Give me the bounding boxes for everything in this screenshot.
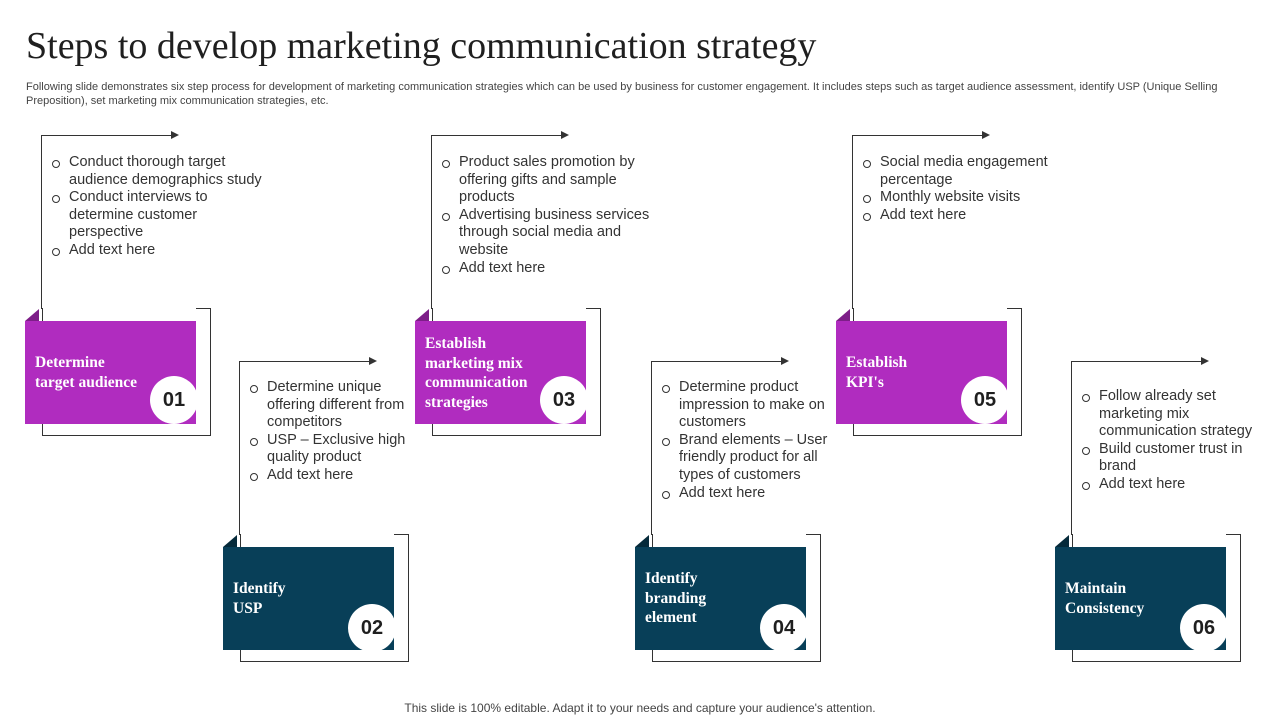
bullet-item: Add text here <box>51 242 265 260</box>
step-01: Conduct thorough target audience demogra… <box>25 130 265 436</box>
bullet-item: Determine product impression to make on … <box>661 379 851 432</box>
bullet-item: Advertising business services through so… <box>441 207 655 260</box>
bullet-item: Add text here <box>441 260 655 278</box>
arrow-right-icon <box>561 131 569 139</box>
step-number: 02 <box>348 604 396 652</box>
step-number: 04 <box>760 604 808 652</box>
footer-note: This slide is 100% editable. Adapt it to… <box>404 701 876 715</box>
step-box: Establish KPI's 05 <box>836 309 1009 424</box>
step-number: 06 <box>1180 604 1228 652</box>
page-subtitle: Following slide demonstrates six step pr… <box>26 81 1218 107</box>
step-box: Determine target audience 01 <box>25 309 198 424</box>
connector-line <box>41 135 172 136</box>
connector-line <box>239 361 370 362</box>
step-number: 05 <box>961 376 1009 424</box>
step-04: Determine product impression to make on … <box>635 356 875 662</box>
connector-line <box>852 135 853 309</box>
bullet-item: Determine unique offering different from… <box>249 379 425 432</box>
connector-line <box>431 135 562 136</box>
bullet-item: Build customer trust in brand <box>1081 441 1280 476</box>
arrow-right-icon <box>982 131 990 139</box>
bullet-item: Conduct interviews to determine customer… <box>51 189 265 242</box>
bullet-item: Monthly website visits <box>862 189 1076 207</box>
step-06: Follow already set marketing mix communi… <box>1055 356 1280 662</box>
bullet-item: Brand elements – User friendly product f… <box>661 432 851 485</box>
connector-line <box>239 361 240 535</box>
step-number: 03 <box>540 376 588 424</box>
connector-line <box>1071 361 1202 362</box>
bullet-item: Conduct thorough target audience demogra… <box>51 154 265 189</box>
step-bullets: Social media engagement percentage Month… <box>862 154 1076 224</box>
step-title: Establish KPI's <box>846 354 908 391</box>
step-bullets: Conduct thorough target audience demogra… <box>51 154 265 260</box>
bullet-item: Add text here <box>249 467 425 485</box>
page-title: Steps to develop marketing communication… <box>26 25 817 67</box>
step-number: 01 <box>150 376 198 424</box>
step-box: Identify USP 02 <box>223 535 396 652</box>
bullet-item: Add text here <box>1081 476 1280 494</box>
arrow-right-icon <box>781 357 789 365</box>
step-title: Establish marketing mix communication st… <box>425 335 528 411</box>
arrow-right-icon <box>1201 357 1209 365</box>
step-bullets: Product sales promotion by offering gift… <box>441 154 655 277</box>
step-title: Identify USP <box>233 580 286 617</box>
connector-line <box>651 361 652 535</box>
connector-line <box>431 135 432 309</box>
arrow-right-icon <box>369 357 377 365</box>
bullet-item: Follow already set marketing mix communi… <box>1081 388 1280 441</box>
connector-line <box>1071 361 1072 535</box>
step-title: Determine target audience <box>35 354 138 391</box>
step-03: Product sales promotion by offering gift… <box>415 130 655 436</box>
connector-line <box>41 135 42 309</box>
step-box: Maintain Consistency 06 <box>1055 535 1228 652</box>
step-bullets: Follow already set marketing mix communi… <box>1081 388 1280 494</box>
bullet-item: USP – Exclusive high quality product <box>249 432 425 467</box>
bullet-item: Product sales promotion by offering gift… <box>441 154 655 207</box>
step-02: Determine unique offering different from… <box>223 356 463 662</box>
bullet-item: Social media engagement percentage <box>862 154 1076 189</box>
bullet-item: Add text here <box>862 207 1076 225</box>
step-title: Identify branding element <box>645 570 707 626</box>
arrow-right-icon <box>171 131 179 139</box>
step-05: Social media engagement percentage Month… <box>836 130 1076 436</box>
step-box: Establish marketing mix communication st… <box>415 309 588 424</box>
connector-line <box>852 135 983 136</box>
step-bullets: Determine unique offering different from… <box>249 379 425 485</box>
step-bullets: Determine product impression to make on … <box>661 379 851 502</box>
connector-line <box>651 361 782 362</box>
step-title: Maintain Consistency <box>1065 580 1145 617</box>
bullet-item: Add text here <box>661 485 851 503</box>
step-box: Identify branding element 04 <box>635 535 808 652</box>
